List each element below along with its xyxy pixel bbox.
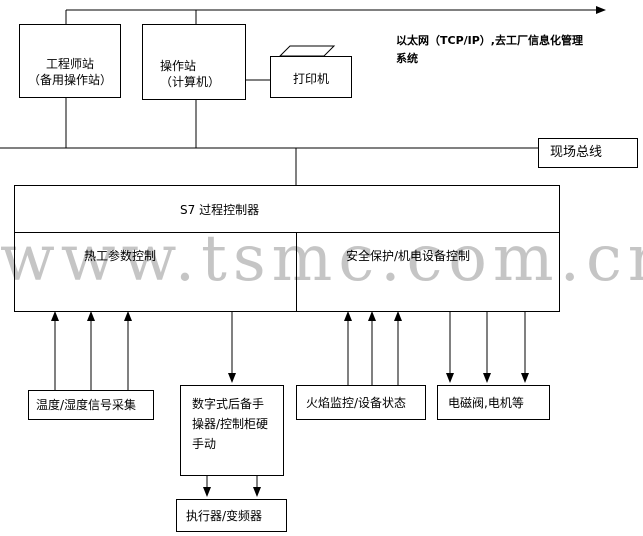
flame-monitor-label: 火焰监控/设备状态 bbox=[306, 396, 407, 410]
temp-humidity-box bbox=[28, 390, 154, 420]
engineer-station-line2: （备用操作站） bbox=[27, 73, 112, 87]
controller-box bbox=[14, 185, 560, 312]
network-note-line2: 系统 bbox=[396, 52, 418, 65]
operator-station-line1: 操作站 bbox=[160, 59, 197, 73]
network-note: 以太网（TCP/IP）,去工厂信息化管理 系统 bbox=[396, 32, 583, 68]
engineer-station-label: 工程师站 （备用操作站） bbox=[19, 56, 121, 88]
engineer-station-box bbox=[19, 24, 121, 98]
backup-manual-line3: 手动 bbox=[192, 437, 217, 451]
network-note-line1: 以太网（TCP/IP）,去工厂信息化管理 bbox=[396, 34, 583, 47]
actuator-box bbox=[176, 499, 287, 532]
operator-station-label: 操作站 （计算机） bbox=[160, 58, 220, 90]
flame-monitor-box bbox=[296, 385, 426, 420]
fieldbus-label: 现场总线 bbox=[550, 145, 603, 160]
operator-station-line2: （计算机） bbox=[160, 75, 221, 89]
operator-station-box bbox=[142, 24, 246, 100]
printer-box bbox=[270, 56, 352, 98]
engineer-station-line1: 工程师站 bbox=[45, 57, 94, 71]
printer-label: 打印机 bbox=[292, 72, 329, 86]
thermal-control-label: 热工参数控制 bbox=[84, 249, 157, 263]
backup-manual-line1: 数字式后备手 bbox=[192, 397, 265, 411]
safety-control-label: 安全保护/机电设备控制 bbox=[346, 249, 471, 263]
solenoid-motor-box bbox=[437, 385, 550, 420]
fieldbus-box bbox=[538, 138, 638, 168]
printer-icon bbox=[278, 45, 336, 57]
solenoid-motor-label: 电磁阀,电机等 bbox=[448, 396, 524, 410]
actuator-label: 执行器/变频器 bbox=[186, 509, 263, 523]
backup-manual-line2: 操器/控制柜硬 bbox=[192, 417, 269, 431]
controller-title: S7 过程控制器 bbox=[180, 203, 260, 217]
temp-humidity-label: 温度/湿度信号采集 bbox=[36, 398, 137, 412]
backup-manual-label: 数字式后备手 操器/控制柜硬 手动 bbox=[192, 394, 268, 454]
backup-manual-box bbox=[180, 385, 284, 476]
controller-divider-v bbox=[296, 232, 297, 312]
controller-divider-h bbox=[14, 232, 560, 233]
